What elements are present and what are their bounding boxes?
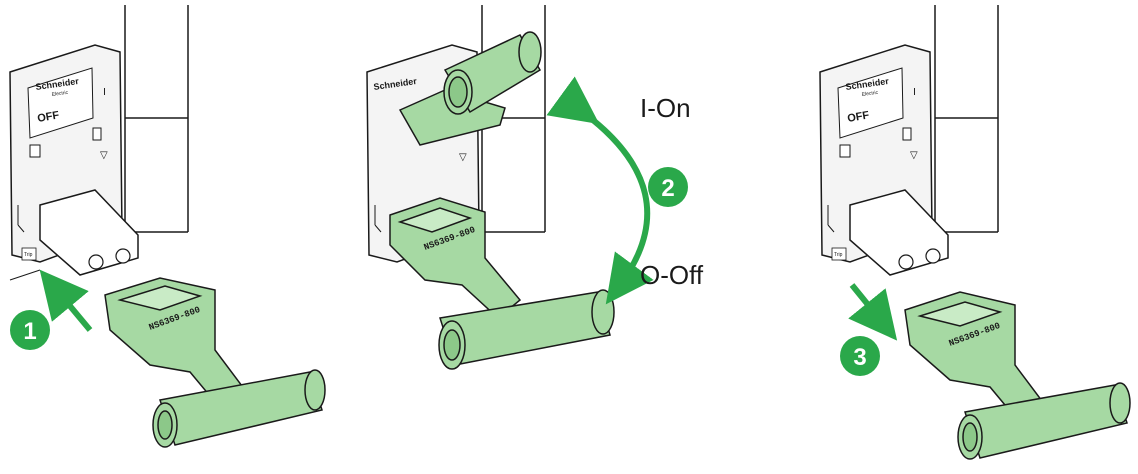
rotary-handle-on bbox=[398, 31, 542, 146]
trip-label: Trip bbox=[834, 252, 843, 258]
panel-step-3: Schneider Electric OFF I ▽ Trip 3 NS6369… bbox=[819, 5, 1131, 460]
step-number-3: 3 bbox=[853, 344, 866, 371]
on-position-label: I-On bbox=[640, 93, 691, 123]
step-badge-3: 3 bbox=[840, 336, 880, 376]
handle-shaft bbox=[849, 189, 949, 276]
panel-step-1: Schneider Electric OFF I ▽ Trip 1 bbox=[9, 5, 326, 448]
rotary-handle-off: NS6369-800 bbox=[389, 197, 615, 370]
panel-step-2: Schneider ▽ NS6369-800 2 I- bbox=[366, 5, 704, 370]
step-number-1: 1 bbox=[23, 318, 36, 345]
handle-shaft bbox=[39, 189, 139, 276]
brand-sub: Electric bbox=[861, 90, 879, 98]
step-badge-1: 1 bbox=[10, 310, 50, 350]
off-position-label: O-Off bbox=[640, 260, 704, 290]
remove-arrow bbox=[848, 283, 898, 341]
insert-arrow bbox=[39, 269, 93, 332]
rotation-arrow bbox=[546, 76, 654, 305]
off-indicator: OFF bbox=[846, 109, 870, 125]
trip-label: Trip bbox=[24, 252, 33, 258]
triangle-icon: ▽ bbox=[100, 150, 108, 161]
rotary-handle: NS6369-800 bbox=[904, 291, 1131, 460]
triangle-icon: ▽ bbox=[459, 152, 467, 163]
enclosure-lines bbox=[934, 5, 999, 233]
step-badge-2: 2 bbox=[648, 167, 688, 207]
enclosure-lines bbox=[124, 5, 189, 233]
triangle-icon: ▽ bbox=[910, 150, 918, 161]
off-indicator: OFF bbox=[36, 109, 60, 125]
on-symbol: I bbox=[103, 87, 106, 98]
on-symbol: I bbox=[913, 87, 916, 98]
rotary-handle: NS6369-800 bbox=[104, 277, 326, 448]
step-number-2: 2 bbox=[661, 175, 674, 202]
brand-sub: Electric bbox=[51, 90, 69, 98]
